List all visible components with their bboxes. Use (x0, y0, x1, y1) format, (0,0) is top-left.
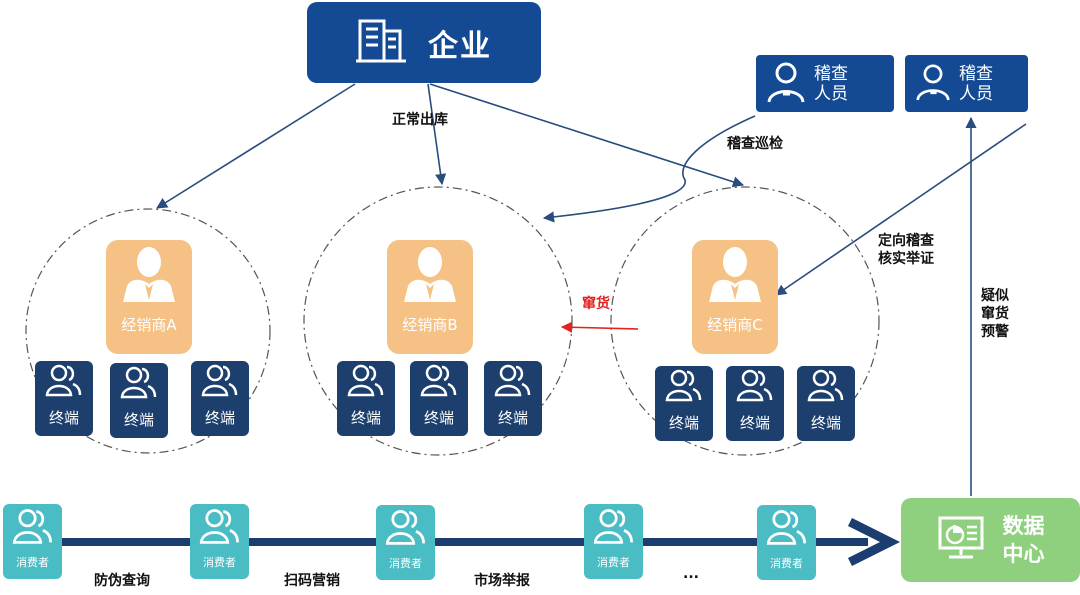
terminal-label: 终端 (668, 414, 699, 432)
users-icon (200, 361, 240, 405)
users-icon (346, 361, 386, 405)
dealer-person-icon (400, 240, 460, 306)
users-icon (592, 504, 636, 554)
label-anti-counterfeit-query: 防伪查询 (94, 573, 150, 589)
label-warning-line3: 预警 (981, 324, 1009, 340)
users-icon (419, 361, 459, 405)
dealer-b-zone (303, 186, 573, 456)
label-targeted-line1: 定向稽查 (878, 233, 934, 249)
enterprise-label: 企业 (428, 28, 492, 64)
users-icon (664, 366, 704, 410)
data-center-node: 数据 中心 (901, 498, 1080, 582)
inspector-node-1: 稽查 人员 (756, 55, 894, 112)
label-ellipsis: ... (683, 566, 699, 582)
terminal-node: 终端 (337, 361, 395, 436)
terminal-label: 终端 (350, 409, 381, 427)
consumer-node: 消费者 (757, 505, 816, 580)
terminal-node: 终端 (191, 361, 249, 436)
users-icon (198, 504, 242, 554)
terminal-node: 终端 (410, 361, 468, 436)
dealer-c-zone (610, 186, 880, 456)
terminal-label: 终端 (123, 411, 154, 429)
consumer-node: 消费者 (3, 504, 62, 579)
monitor-chart-icon (937, 515, 985, 565)
users-icon (119, 363, 159, 407)
users-icon (384, 505, 428, 555)
inspector-label-line1: 稽查 (814, 63, 848, 84)
dealer-label: 经销商A (121, 316, 177, 334)
terminal-label: 终端 (497, 409, 528, 427)
arrow-targeted-inspection (775, 123, 1027, 296)
dealer-a-zone (25, 208, 271, 454)
dealer-person-icon (705, 240, 765, 306)
arrow-enterprise-dealer-c (429, 83, 745, 188)
terminal-node: 终端 (35, 361, 93, 436)
dealer-person-icon (119, 240, 179, 306)
data-center-label-line1: 数据 (1002, 514, 1045, 538)
consumer-label: 消费者 (16, 556, 49, 569)
label-inspection-patrol: 稽查巡检 (727, 136, 783, 152)
consumer-label: 消费者 (389, 557, 422, 570)
label-market-report: 市场举报 (474, 573, 530, 589)
users-icon (765, 505, 809, 555)
label-targeted-inspection: 定向稽查 核实举证 (878, 232, 934, 268)
label-diversion: 窜货 (582, 296, 610, 312)
consumer-node: 消费者 (190, 504, 249, 579)
terminal-label: 终端 (48, 409, 79, 427)
dealer-label: 经销商B (402, 316, 458, 334)
terminal-label: 终端 (204, 409, 235, 427)
users-icon (11, 504, 55, 554)
inspector-label-line2: 人员 (814, 83, 848, 104)
dealer-b: 经销商B (387, 240, 473, 354)
label-warning-line1: 疑似 (981, 288, 1009, 304)
label-diversion-warning: 疑似 窜货 预警 (981, 287, 1009, 341)
terminal-label: 终端 (423, 409, 454, 427)
data-center-label-line2: 中心 (1002, 542, 1045, 566)
consumer-node: 消费者 (376, 505, 435, 580)
terminal-label: 终端 (739, 414, 770, 432)
terminal-label: 终端 (810, 414, 841, 432)
consumer-label: 消费者 (770, 557, 803, 570)
users-icon (44, 361, 84, 405)
users-icon (493, 361, 533, 405)
enterprise-node: 企业 (307, 2, 541, 83)
users-icon (735, 366, 775, 410)
dealer-c: 经销商C (692, 240, 778, 354)
terminal-node: 终端 (797, 366, 855, 441)
terminal-node: 终端 (110, 363, 168, 438)
label-warning-line2: 窜货 (981, 306, 1009, 322)
dealer-a: 经销商A (106, 240, 192, 354)
label-scan-code-marketing: 扫码营销 (284, 573, 340, 589)
consumer-label: 消费者 (597, 556, 630, 569)
label-targeted-line2: 核实举证 (878, 251, 934, 267)
consumer-node: 消费者 (584, 504, 643, 579)
dealer-label: 经销商C (707, 316, 763, 334)
arrow-enterprise-dealer-b (427, 83, 447, 186)
inspector-label-line1: 稽查 (959, 63, 993, 84)
terminal-node: 终端 (655, 366, 713, 441)
arrow-inspection-patrol (542, 115, 756, 223)
label-normal-outbound: 正常出库 (392, 112, 448, 128)
inspector-icon (915, 60, 951, 108)
arrow-diversion (560, 321, 639, 333)
building-icon (356, 16, 406, 70)
users-icon (806, 366, 846, 410)
inspector-label-line2: 人员 (959, 83, 993, 104)
inspector-node-2: 稽查 人员 (905, 55, 1028, 112)
consumer-flow-arrowhead (847, 517, 901, 567)
arrow-enterprise-dealer-a (156, 83, 356, 209)
terminal-node: 终端 (726, 366, 784, 441)
terminal-node: 终端 (484, 361, 542, 436)
inspector-icon (766, 60, 806, 108)
consumer-label: 消费者 (203, 556, 236, 569)
